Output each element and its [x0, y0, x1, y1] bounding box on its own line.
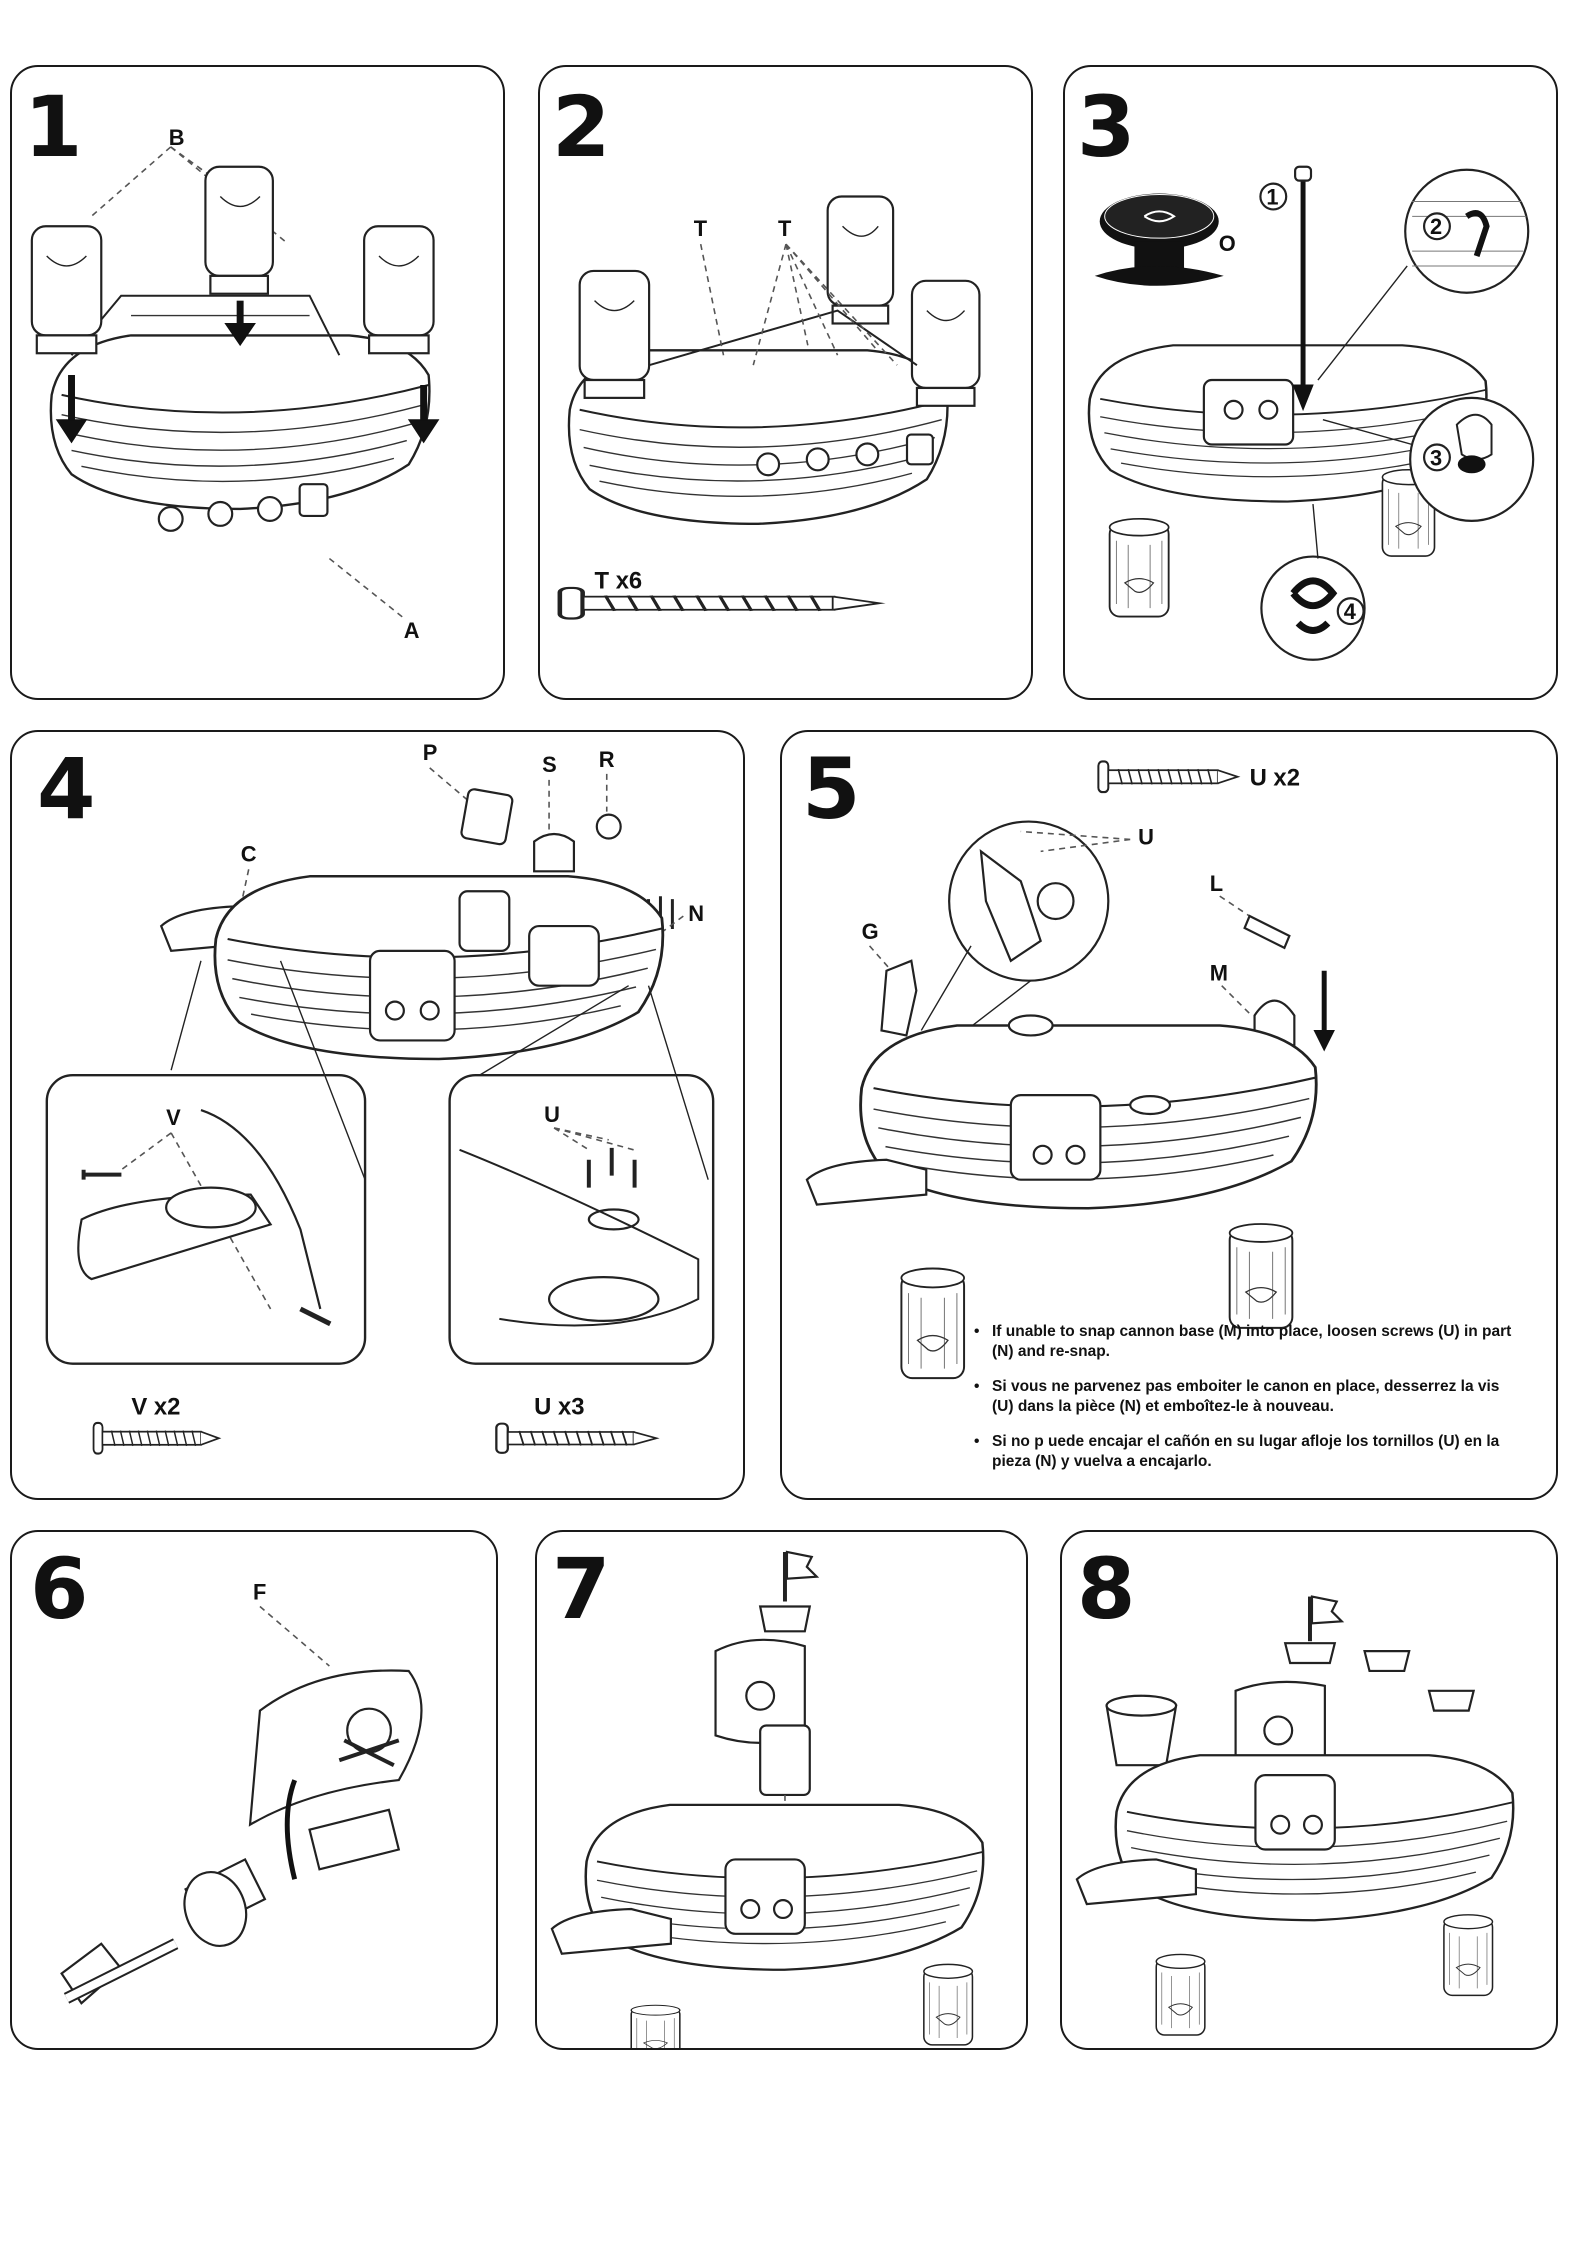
label-m: M — [1210, 961, 1228, 986]
step-4-panel: 4 P S R C N V U — [10, 730, 745, 1500]
label-t-left: T — [694, 216, 708, 241]
callout-2: 2 — [1430, 214, 1442, 239]
note-spanish: •Si no p uede encajar el cañón en su lug… — [974, 1433, 1500, 1470]
step-5-panel: 5 U x2 U G L M •If unable to snap cannon… — [780, 730, 1558, 1500]
label-t-count: T x6 — [595, 567, 643, 594]
step-number: 2 — [552, 78, 611, 176]
note-french: •Si vous ne parvenez pas emboiter le can… — [974, 1378, 1500, 1415]
label-v: V — [166, 1105, 181, 1130]
step-number: 3 — [1077, 78, 1136, 176]
label-u: U — [544, 1102, 560, 1127]
step-number: 6 — [30, 1540, 89, 1638]
label-t-right: T — [778, 216, 792, 241]
label-r: R — [599, 747, 615, 772]
step-4-illustration: P S R C N V U — [45, 740, 715, 1455]
step-number: 5 — [802, 740, 861, 838]
step-5-illustration: U x2 U G L M — [805, 760, 1335, 1380]
label-b: B — [169, 125, 185, 150]
step-number: 4 — [37, 740, 96, 838]
step-number: 7 — [552, 1540, 611, 1638]
label-f: F — [253, 1580, 266, 1605]
step-number: 1 — [24, 78, 83, 176]
label-u-count: U x2 — [1250, 765, 1300, 792]
step-7-panel: 7 — [535, 1530, 1028, 2050]
step-number: 8 — [1077, 1540, 1136, 1638]
label-a: A — [404, 618, 420, 643]
step-6-panel: 6 F — [10, 1530, 498, 2050]
label-l: L — [1210, 871, 1223, 896]
step-3-illustration: O 1 2 3 4 — [1087, 165, 1535, 661]
step-3-panel: 3 O 1 2 3 — [1063, 65, 1558, 700]
label-s: S — [542, 752, 557, 777]
label-n: N — [688, 901, 704, 926]
step-8-illustration — [1075, 1595, 1515, 2036]
label-v-count: V x2 — [131, 1393, 180, 1420]
step-7-illustration — [550, 1550, 985, 2048]
label-g: G — [862, 919, 879, 944]
step-2-panel: 2 T T T x6 — [538, 65, 1033, 700]
step-1-illustration: B A — [30, 125, 440, 643]
label-p: P — [423, 740, 438, 765]
label-u-count: U x3 — [534, 1393, 584, 1420]
label-u: U — [1138, 824, 1154, 849]
step-2-illustration: T T T x6 — [540, 195, 981, 698]
callout-4: 4 — [1344, 599, 1357, 624]
callout-1: 1 — [1266, 184, 1278, 209]
note-english: •If unable to snap cannon base (M) into … — [974, 1323, 1512, 1360]
step-6-illustration: F — [60, 1580, 423, 2005]
label-o: O — [1219, 231, 1236, 256]
step-1-panel: 1 B A — [10, 65, 505, 700]
label-c: C — [241, 841, 257, 866]
step-8-panel: 8 — [1060, 1530, 1558, 2050]
callout-3: 3 — [1430, 445, 1442, 470]
